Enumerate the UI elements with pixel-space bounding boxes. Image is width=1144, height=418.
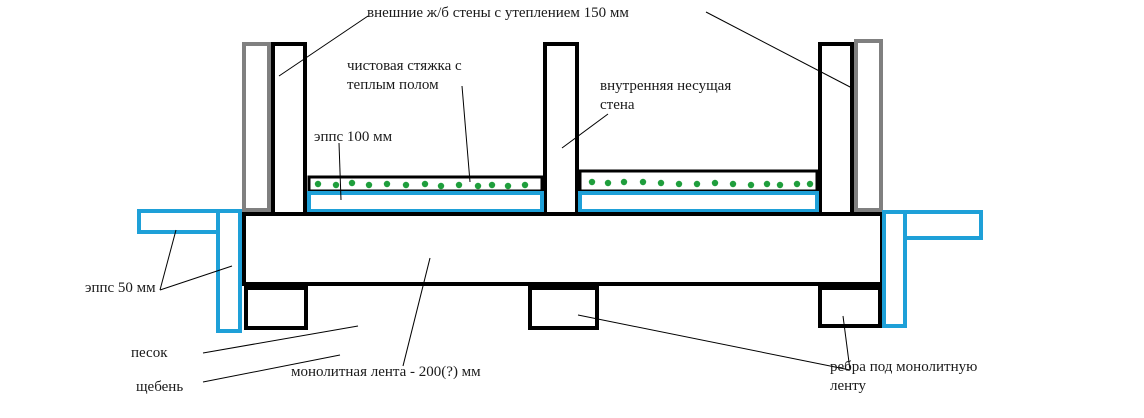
leader-lines	[159, 11, 853, 383]
leader-epps-50-b	[159, 265, 233, 291]
epps-100-right	[578, 191, 819, 213]
label-screed-line2: теплым полом	[347, 77, 439, 93]
leader-outer-wall-right	[705, 11, 853, 89]
label-inner-wall: внутренняя несущая стена	[600, 77, 731, 115]
label-epps-50: эппс 50 мм	[85, 280, 156, 296]
inner-bearing-wall	[543, 42, 579, 216]
leader-epps-100	[338, 142, 342, 201]
leader-outer-wall-left	[278, 15, 369, 77]
epps-100-left	[307, 191, 544, 213]
label-gravel: щебень	[136, 379, 184, 395]
leader-inner-wall	[561, 113, 609, 149]
label-outer-walls: внешние ж/б стены с утеплением 150 мм	[367, 5, 629, 21]
label-epps-100: эппс 100 мм	[314, 129, 393, 145]
epps-50-left	[137, 209, 242, 333]
label-strip: монолитная лента - 200(?) мм	[291, 364, 481, 380]
monolithic-strip	[242, 212, 884, 286]
heating-dots-right	[588, 178, 814, 189]
right-exterior-wall	[818, 42, 854, 216]
label-ribs-line2: ленту	[830, 378, 867, 394]
screed-right	[578, 169, 819, 193]
leader-ribs-a	[577, 314, 851, 371]
epps-50-right	[882, 210, 983, 328]
label-screed: чистовая стяжка с теплым полом	[347, 57, 462, 95]
leader-strip	[402, 257, 431, 367]
label-screed-line1: чистовая стяжка с	[347, 58, 462, 74]
label-ribs: ребра под монолитную ленту	[830, 358, 977, 396]
label-inner-wall-line1: внутренняя несущая	[600, 78, 732, 94]
leader-gravel	[202, 354, 341, 383]
label-sand: песок	[131, 345, 168, 361]
rib-middle	[528, 286, 599, 330]
left-wall-insulation	[242, 42, 271, 212]
leader-epps-50-a	[159, 229, 177, 291]
heating-dots-left	[314, 179, 529, 190]
label-ribs-line1: ребра под монолитную	[830, 359, 978, 375]
rib-right	[818, 286, 882, 328]
label-inner-wall-line2: стена	[600, 97, 635, 113]
rib-left	[244, 286, 308, 330]
leader-sand	[202, 325, 359, 354]
right-wall-insulation	[854, 39, 883, 212]
leader-screed	[461, 85, 471, 183]
leader-ribs-b	[842, 315, 851, 371]
